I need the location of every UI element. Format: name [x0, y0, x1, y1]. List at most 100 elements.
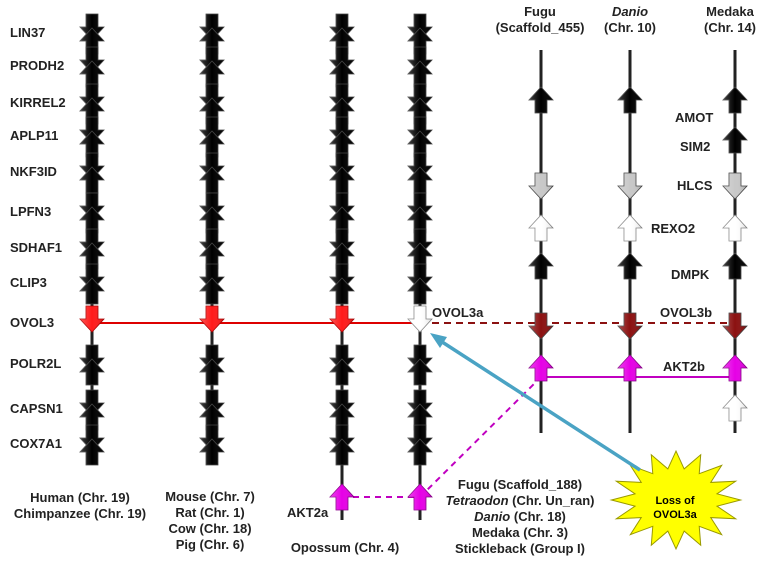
- gene-capsn1-down-mouse-shine: [200, 390, 224, 416]
- header-medaka: Medaka (Chr. 14): [693, 4, 767, 36]
- gene-fugu-row-2-shine: [529, 173, 553, 199]
- gene-clip3-up-opossum-right-shine: [408, 278, 432, 304]
- gene-label-kirrel2: KIRREL2: [10, 95, 66, 110]
- gene-clip3-up-mouse-shine: [200, 278, 224, 304]
- species-opossum: Opossum (Chr. 4): [290, 540, 400, 555]
- header-danio: Danio (Chr. 10): [590, 4, 670, 36]
- label-hlcs: HLCS: [677, 178, 713, 193]
- gene-medaka-row-5-shine: [723, 313, 747, 339]
- gene-aplp11-up-opossum-left-shine: [330, 131, 354, 157]
- gene-fugu-row-6-shine: [529, 355, 553, 381]
- loss-burst-shape: [609, 449, 743, 551]
- gene-prodh2-up-opossum-right-shine: [408, 61, 432, 87]
- gene-nkf3id-up-opossum-right-shine: [408, 167, 432, 193]
- species-danio-chr: (Chr. 18): [510, 509, 566, 524]
- header-fugu-scaffold: (Scaffold_455): [495, 20, 585, 35]
- gene-sdhaf1-up-opossum-left-shine: [330, 243, 354, 269]
- species-human: Human (Chr. 19) Chimpanzee (Chr. 19): [0, 490, 160, 522]
- gene-prodh2-down-mouse-shine: [200, 47, 224, 73]
- gene-kirrel2-down-human-shine: [80, 84, 104, 110]
- loss-callout-text: Loss of OVOL3a: [630, 494, 720, 522]
- header-danio-name: Danio: [611, 4, 649, 19]
- gene-medaka-row-6-shine: [723, 355, 747, 381]
- gene-label-lin37: LIN37: [10, 25, 46, 40]
- gene-sdhaf1-down-human-shine: [80, 229, 104, 255]
- label-akt2a: AKT2a: [287, 505, 329, 520]
- gene-capsn1-down-opossum-right-shine: [408, 390, 432, 416]
- gene-ovol3-opossum-right-shine: [408, 306, 432, 332]
- species-mouse-group: Mouse (Chr. 7) Rat (Chr. 1) Cow (Chr. 18…: [148, 489, 272, 553]
- label-ovol3b: OVOL3b: [660, 305, 713, 320]
- gene-clip3-up-opossum-left-shine: [330, 278, 354, 304]
- gene-fugu-row-5-shine: [529, 313, 553, 339]
- gene-nkf3id-down-human-shine: [80, 153, 104, 179]
- gene-prodh2-up-mouse-shine: [200, 61, 224, 87]
- gene-capsn1-down-opossum-left-shine: [330, 390, 354, 416]
- gene-kirrel2-down-opossum-left-shine: [330, 84, 354, 110]
- gene-ovol3-human-shine: [80, 306, 104, 332]
- label-sim2: SIM2: [680, 139, 711, 154]
- gene-ovol3-opossum-left-shine: [330, 306, 354, 332]
- gene-cox7a1-down-opossum-right-shine: [408, 425, 432, 451]
- gene-label-ovol3: OVOL3: [10, 315, 55, 330]
- gene-medaka-row-1-shine: [723, 127, 747, 153]
- species-danio-name: Danio: [474, 509, 511, 524]
- gene-medaka-extra-shine: [723, 395, 747, 421]
- gene-cox7a1-down-human-shine: [80, 425, 104, 451]
- gene-polr2l-down-human-shine: [80, 345, 104, 371]
- gene-polr2l-up-mouse-shine: [200, 359, 224, 385]
- gene-clip3-down-opossum-right-shine: [408, 264, 432, 290]
- gene-label-clip3: CLIP3: [10, 275, 47, 290]
- gene-lpfn3-down-human-shine: [80, 193, 104, 219]
- gene-kirrel2-down-opossum-right-shine: [408, 84, 432, 110]
- gene-medaka-row-0-shine: [723, 87, 747, 113]
- species-chimp-line: Chimpanzee (Chr. 19): [13, 506, 147, 521]
- gene-label-capsn1: CAPSN1: [10, 401, 63, 416]
- header-medaka-chr: (Chr. 14): [703, 20, 756, 35]
- gene-aplp11-down-mouse-shine: [200, 117, 224, 143]
- gene-aplp11-down-human-shine: [80, 117, 104, 143]
- gene-lpfn3-up-opossum-right-shine: [408, 207, 432, 233]
- header-fugu-name: Fugu: [524, 4, 556, 19]
- gene-medaka-row-3-shine: [723, 215, 747, 241]
- species-tetraodon: Tetraodon (Chr. Un_ran): [430, 493, 610, 509]
- gene-prodh2-down-opossum-right-shine: [408, 47, 432, 73]
- gene-clip3-up-human-shine: [80, 278, 104, 304]
- gene-prodh2-up-human-shine: [80, 61, 104, 87]
- gene-polr2l-up-opossum-left-shine: [330, 359, 354, 385]
- gene-polr2l-up-opossum-right-shine: [408, 359, 432, 385]
- loss-callout-line2: OVOL3a: [653, 509, 697, 521]
- gene-label-cox7a1: COX7A1: [10, 436, 63, 451]
- gene-prodh2-down-human-shine: [80, 47, 104, 73]
- gene-capsn1-up-mouse-shine: [200, 404, 224, 430]
- gene-cox7a1-down-mouse-shine: [200, 425, 224, 451]
- gene-lpfn3-up-human-shine: [80, 207, 104, 233]
- gene-lpfn3-up-opossum-left-shine: [330, 207, 354, 233]
- gene-clip3-down-human-shine: [80, 264, 104, 290]
- gene-lin37-down-opossum-left-shine: [330, 14, 354, 40]
- gene-danio-row-5-shine: [618, 313, 642, 339]
- gene-fugu-row-3-shine: [529, 215, 553, 241]
- gene-label-prodh2: PRODH2: [10, 58, 65, 73]
- gene-danio-row-0-shine: [618, 87, 642, 113]
- gene-danio-row-3-shine: [618, 215, 642, 241]
- gene-kirrel2-down-mouse-shine: [200, 84, 224, 110]
- gene-polr2l-up-human-shine: [80, 359, 104, 385]
- synteny-links: [92, 322, 735, 498]
- gene-nkf3id-down-opossum-right-shine: [408, 153, 432, 179]
- loss-arrow-line: [435, 336, 641, 472]
- gene-prodh2-down-opossum-left-shine: [330, 47, 354, 73]
- gene-cox7a1-down-opossum-left-shine: [330, 425, 354, 451]
- label-dmpk: DMPK: [671, 267, 710, 282]
- gene-ovol3-mouse-shine: [200, 306, 224, 332]
- gene-medaka-row-2-shine: [723, 173, 747, 199]
- gene-arrows: [79, 13, 748, 511]
- label-amot: AMOT: [675, 110, 714, 125]
- species-cow: Cow (Chr. 18): [168, 521, 252, 536]
- gene-cox7a1-up-opossum-right-shine: [408, 439, 432, 465]
- gene-label-polr2l: POLR2L: [10, 356, 62, 371]
- gene-sdhaf1-up-opossum-right-shine: [408, 243, 432, 269]
- gene-polr2l-down-mouse-shine: [200, 345, 224, 371]
- gene-prodh2-up-opossum-left-shine: [330, 61, 354, 87]
- species-pig: Pig (Chr. 6): [175, 537, 245, 552]
